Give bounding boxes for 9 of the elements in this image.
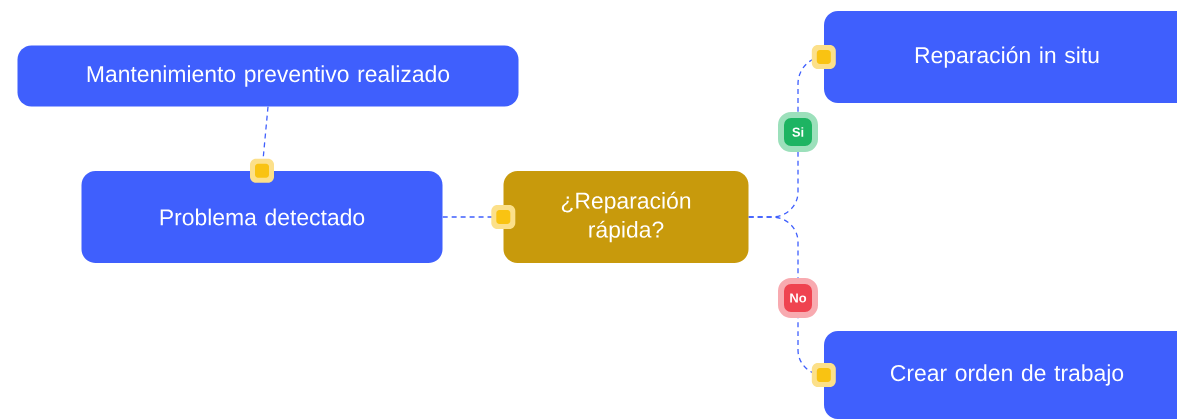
edge-label: Si bbox=[778, 112, 818, 152]
connector bbox=[442, 205, 516, 229]
process-box: Problema detectado bbox=[81, 171, 443, 263]
connector bbox=[250, 106, 274, 183]
process-box: Reparación in situ bbox=[824, 11, 1177, 103]
process-box: Mantenimiento preventivo realizado bbox=[17, 45, 519, 107]
process-box: Crear orden de trabajo bbox=[824, 331, 1177, 419]
edge-label: No bbox=[778, 278, 818, 318]
decision-box: ¿Reparación rápida? bbox=[503, 171, 749, 263]
